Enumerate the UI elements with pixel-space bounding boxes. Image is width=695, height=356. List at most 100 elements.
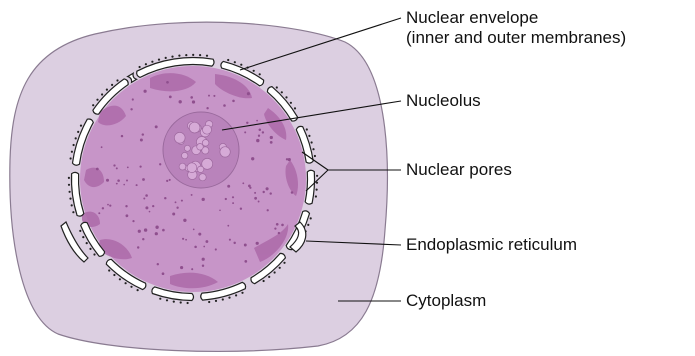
speckle <box>244 260 247 263</box>
ribosome <box>274 271 276 273</box>
nucleus <box>80 66 306 292</box>
speckle <box>229 239 231 241</box>
speckle <box>194 246 197 249</box>
ribosome <box>72 211 74 213</box>
label-nuclear-envelope-line1: Nuclear envelope <box>406 8 626 28</box>
speckle <box>205 240 208 243</box>
ribosome <box>215 300 217 302</box>
speckle <box>137 246 139 248</box>
speckle <box>125 205 127 207</box>
ribosome <box>253 70 255 72</box>
speckle <box>166 180 168 182</box>
ribosome <box>240 64 242 66</box>
speckle <box>143 197 145 199</box>
speckle <box>157 263 159 265</box>
label-nuclear-pores: Nuclear pores <box>406 160 512 180</box>
speckle <box>132 220 134 222</box>
ribosome <box>263 280 265 282</box>
ribosome <box>227 59 229 61</box>
speckle <box>278 232 280 234</box>
nucleolus-granule <box>202 140 209 147</box>
ribosome <box>171 56 173 58</box>
ribosome <box>116 79 118 81</box>
ribosome <box>310 217 312 219</box>
ribosome <box>285 96 287 98</box>
speckle <box>251 157 254 160</box>
ribosome <box>137 289 139 291</box>
ribosome <box>73 144 75 146</box>
speckle <box>180 266 183 269</box>
speckle <box>175 201 177 203</box>
label-nuclear-envelope: Nuclear envelope (inner and outer membra… <box>406 8 626 48</box>
speckle <box>270 136 273 139</box>
speckle <box>215 248 217 250</box>
speckle <box>185 239 187 241</box>
speckle <box>98 212 100 214</box>
speckle <box>140 139 143 142</box>
ribosome <box>235 294 237 296</box>
speckle <box>258 135 260 137</box>
speckle <box>144 228 147 231</box>
speckle <box>244 244 247 247</box>
speckle <box>193 229 195 231</box>
speckle <box>254 197 257 200</box>
speckle <box>191 194 193 196</box>
speckle <box>256 120 258 122</box>
speckle <box>144 90 147 93</box>
ribosome <box>192 54 194 56</box>
ribosome <box>82 236 84 238</box>
ribosome <box>77 131 79 133</box>
speckle <box>142 238 144 240</box>
ribosome <box>180 301 182 303</box>
ribosome <box>283 262 285 264</box>
speckle <box>206 107 208 109</box>
speckle <box>113 164 115 166</box>
ribosome <box>199 54 201 56</box>
speckle <box>242 182 244 184</box>
speckle <box>262 131 264 133</box>
ribosome <box>119 278 121 280</box>
label-cytoplasm: Cytoplasm <box>406 291 486 311</box>
speckle <box>276 223 279 226</box>
speckle <box>233 242 235 244</box>
speckle <box>263 191 265 193</box>
speckle <box>266 187 269 190</box>
speckle <box>240 208 242 210</box>
nucleolus-granule <box>179 163 186 170</box>
speckle <box>116 167 118 169</box>
speckle <box>96 168 99 171</box>
ribosome <box>79 230 81 232</box>
speckle <box>121 135 123 137</box>
speckle <box>246 122 248 124</box>
ribosome <box>290 102 292 104</box>
speckle <box>254 192 256 194</box>
nucleolus-granule <box>220 147 230 157</box>
speckle <box>227 225 229 227</box>
speckle <box>136 184 138 186</box>
speckle <box>259 129 262 132</box>
speckle <box>172 213 175 216</box>
speckle <box>232 196 234 198</box>
nucleolus-granule <box>197 166 203 172</box>
speckle <box>116 183 118 185</box>
speckle <box>142 178 145 181</box>
nucleolus-granule <box>182 152 188 158</box>
ribosome <box>222 298 224 300</box>
ribosome <box>159 298 161 300</box>
speckle <box>109 205 111 207</box>
speckle <box>138 230 141 233</box>
ribosome <box>281 91 283 93</box>
ribosome <box>106 89 108 91</box>
speckle <box>155 232 158 235</box>
ribosome <box>268 276 270 278</box>
label-nuclear-envelope-line2: (inner and outer membranes) <box>406 28 626 48</box>
speckle <box>117 179 120 182</box>
speckle <box>202 198 205 201</box>
ribosome <box>306 128 308 130</box>
ribosome <box>69 198 71 200</box>
ribosome <box>228 297 230 299</box>
ribosome <box>125 282 127 284</box>
speckle <box>256 139 259 142</box>
speckle <box>182 238 184 240</box>
